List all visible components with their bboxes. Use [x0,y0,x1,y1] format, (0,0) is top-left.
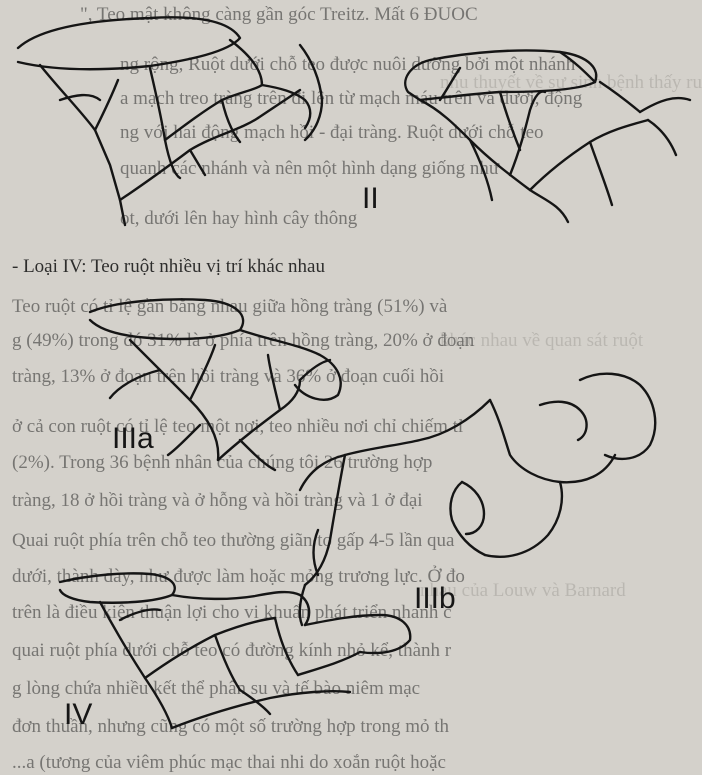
figure-label-iv: IV [64,698,92,732]
type-iiib-drawing [300,374,655,625]
figure-label-iiia: IIIa [112,422,154,456]
figure-label-iiib: IIIb [414,582,456,616]
type-iv-drawing [60,573,410,728]
figure-label-ii: II [362,182,379,216]
type-ii-drawing [405,50,690,222]
type-i-drawing [18,17,322,225]
